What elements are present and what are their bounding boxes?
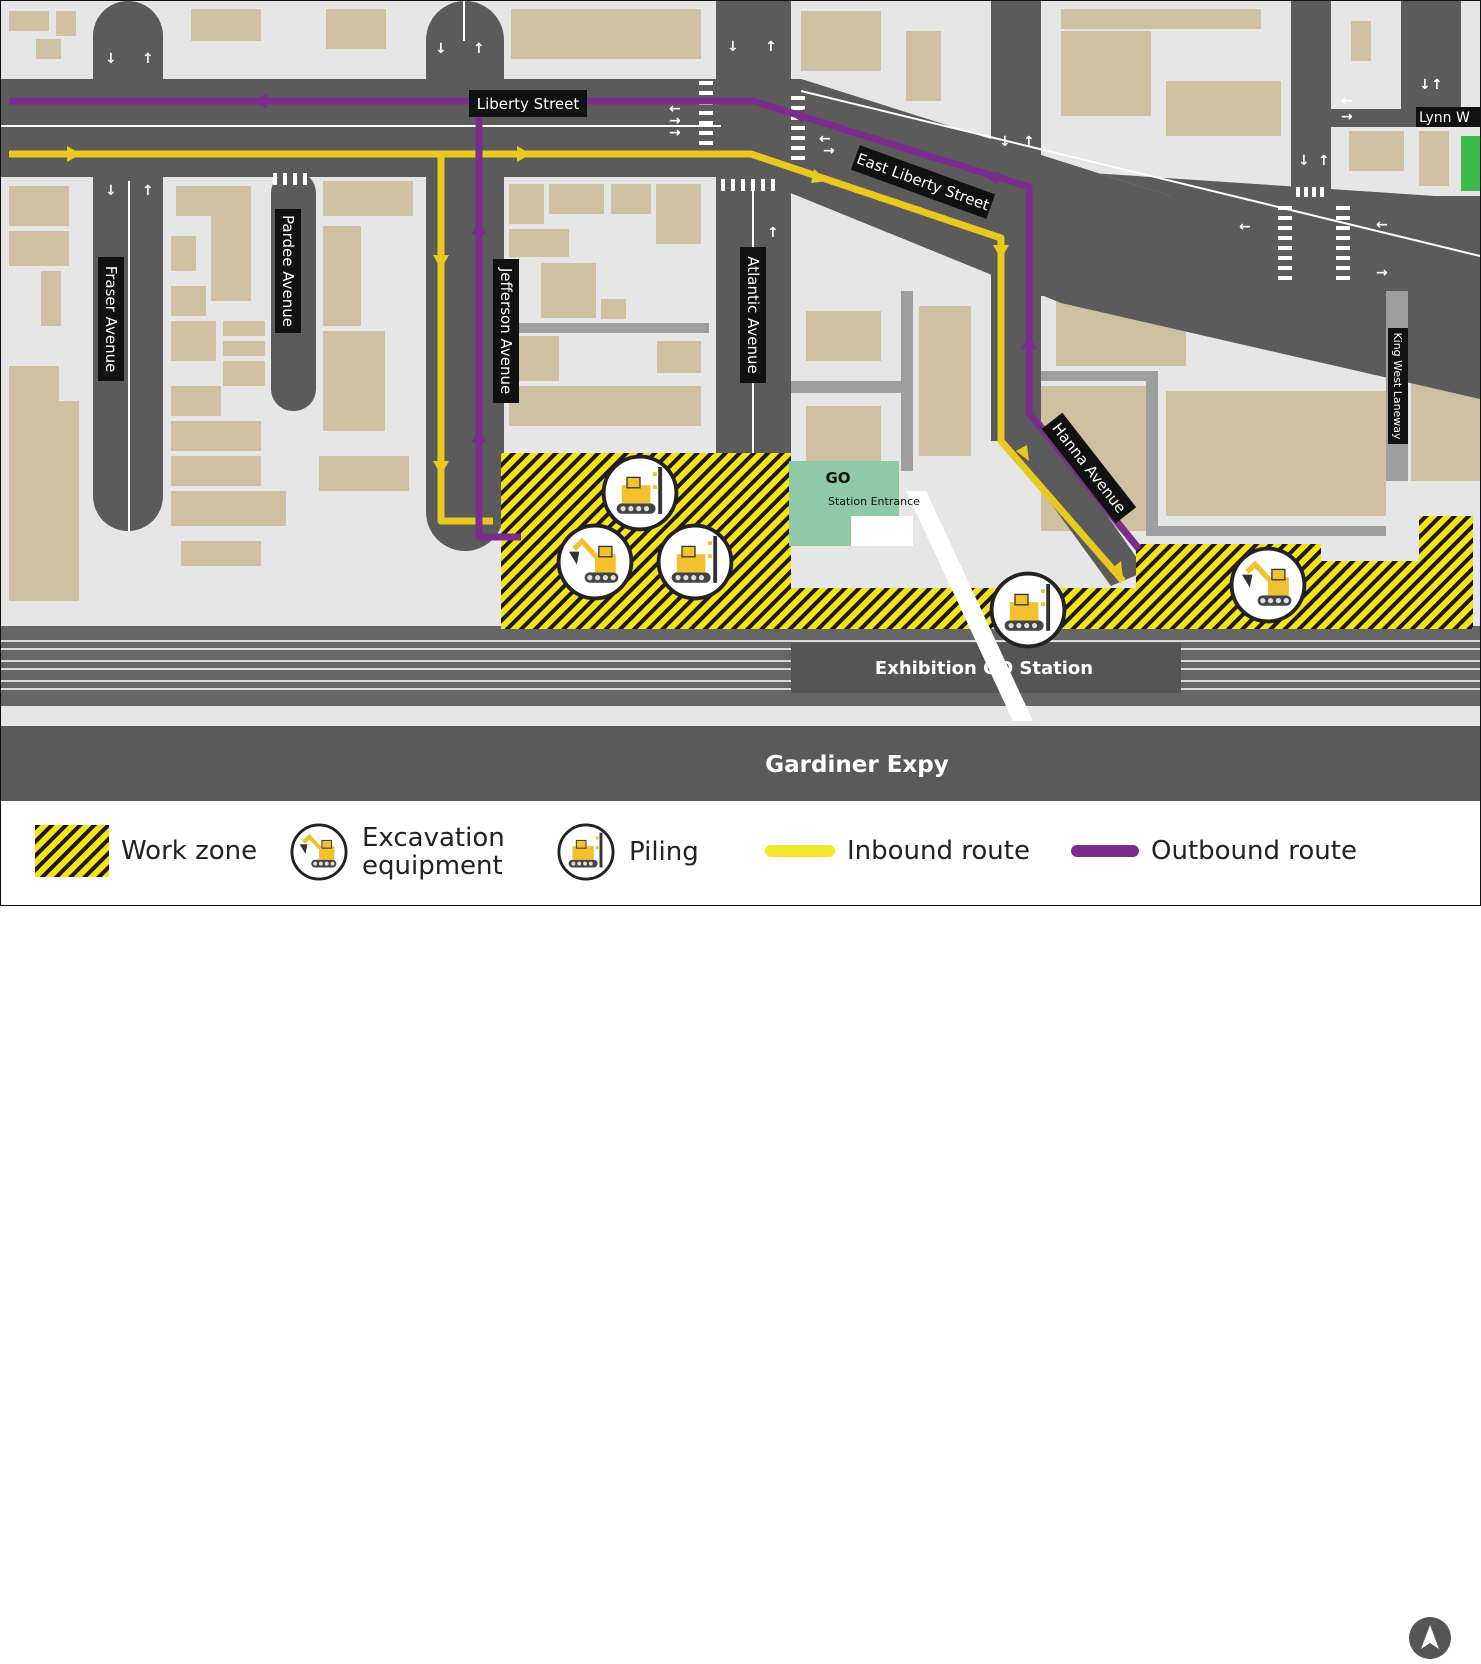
gardiner-road	[1, 726, 1480, 801]
label-jefferson-avenue: Jefferson Avenue	[497, 267, 515, 394]
legend-work-zone: Work zone	[35, 825, 257, 877]
legend-inbound: Inbound route	[765, 837, 1030, 865]
label-king-west-laneway: King West Laneway	[1391, 332, 1404, 440]
outbound-arrows	[253, 93, 1037, 443]
svg-text:↓: ↓	[435, 41, 447, 57]
inbound-arrows	[67, 146, 1123, 579]
excavator-icon	[290, 823, 348, 881]
svg-text:↑: ↑	[1318, 153, 1330, 169]
outbound-route-swatch	[1071, 845, 1139, 857]
legend-excavation: Excavation equipment	[290, 823, 505, 881]
svg-text:↑: ↑	[767, 225, 779, 241]
svg-text:→: →	[669, 113, 681, 129]
legend-outbound: Outbound route	[1071, 837, 1357, 865]
svg-text:←: ←	[1341, 93, 1353, 109]
svg-text:↑: ↑	[1023, 134, 1035, 150]
construction-map: ↓↑ ↓↑ ↓↑ ↓↑ ↑ ↓↑ ↓↑ ↓↑ ←←→ →→← ←→ ←→	[1, 1, 1480, 801]
piling-icon	[989, 571, 1067, 649]
piling-rig-icon	[557, 823, 615, 881]
roads	[1, 1, 1480, 801]
svg-text:↑: ↑	[1431, 77, 1443, 93]
svg-text:↓: ↓	[105, 183, 117, 199]
svg-text:↓: ↓	[1419, 77, 1431, 93]
label-liberty-street: Liberty Street	[477, 95, 580, 113]
svg-text:↓: ↓	[999, 134, 1011, 150]
work-zone-swatch	[35, 825, 109, 877]
label-pardee-avenue: Pardee Avenue	[279, 215, 297, 327]
station-walkway	[906, 491, 1033, 721]
inbound-route-swatch	[765, 845, 835, 857]
excavation-icon	[559, 526, 632, 599]
piling-icon	[656, 523, 734, 601]
legend-work-zone-label: Work zone	[121, 836, 258, 866]
svg-text:↓: ↓	[1298, 153, 1310, 169]
label-fraser-avenue: Fraser Avenue	[102, 266, 120, 373]
legend-outbound-label: Outbound route	[1151, 836, 1357, 866]
svg-text:→: →	[823, 143, 835, 159]
legend-inbound-label: Inbound route	[847, 836, 1030, 866]
label-exhibition-go-station: Exhibition GO Station	[875, 658, 1093, 679]
svg-text:←: ←	[669, 101, 681, 117]
svg-text:←: ←	[1376, 217, 1388, 233]
piling-icon	[601, 454, 679, 532]
svg-text:→: →	[669, 125, 681, 141]
label-atlantic-avenue: Atlantic Avenue	[744, 256, 762, 374]
svg-text:↓: ↓	[105, 51, 117, 67]
crosswalks	[273, 81, 1350, 280]
legend-piling: Piling	[557, 823, 699, 881]
svg-text:↑: ↑	[765, 39, 777, 55]
map-legend: Work zone Excavation equipment Piling In…	[1, 801, 1481, 1659]
svg-text:→: →	[1341, 109, 1353, 125]
label-lynn: Lynn W	[1419, 110, 1470, 126]
legend-excavation-line2: equipment	[362, 851, 503, 881]
label-gardiner-expy: Gardiner Expy	[765, 752, 948, 778]
direction-arrows: ↓↑ ↓↑ ↓↑ ↓↑ ↑ ↓↑ ↓↑ ↓↑ ←←→ →→← ←→ ←→	[105, 39, 1443, 281]
rail-tracks	[1, 640, 1480, 690]
svg-text:↓: ↓	[727, 39, 739, 55]
legend-piling-label: Piling	[629, 837, 699, 867]
svg-text:↑: ↑	[142, 51, 154, 67]
svg-text:↑: ↑	[473, 41, 485, 57]
go-logo: GO	[825, 469, 850, 487]
label-station-entrance: Station Entrance	[828, 495, 920, 508]
svg-text:→: →	[1376, 265, 1388, 281]
svg-text:←: ←	[819, 131, 831, 147]
north-arrow-icon	[1409, 1617, 1451, 1659]
legend-excavation-line1: Excavation	[362, 823, 505, 853]
svg-text:↑: ↑	[142, 183, 154, 199]
svg-text:←: ←	[1239, 219, 1251, 235]
excavation-icon	[1232, 549, 1305, 622]
